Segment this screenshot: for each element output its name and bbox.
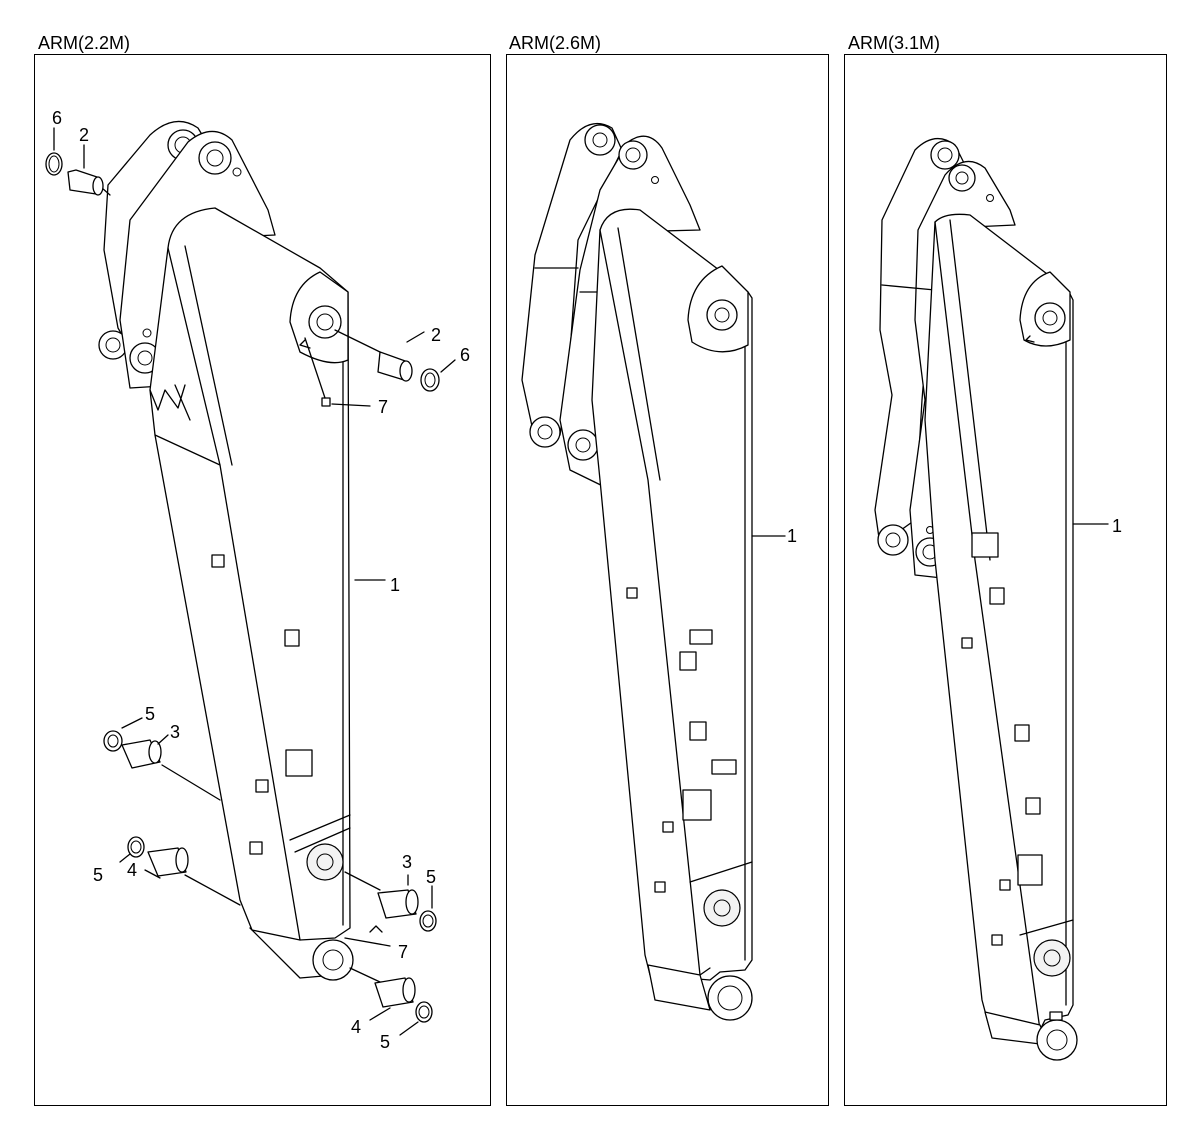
callout-7-upper: 7 [378, 397, 388, 417]
callout-3-left: 3 [170, 722, 180, 742]
callout-3-right: 3 [402, 852, 412, 872]
callout-2-top: 2 [79, 125, 89, 145]
callout-6-right: 6 [460, 345, 470, 365]
callout-5-bottom: 5 [380, 1032, 390, 1052]
arm-3-1m-drawing [874, 138, 1109, 1061]
callout-1-arm-3-1m: 1 [1112, 516, 1122, 536]
panel-title-arm-3-1m: ARM(3.1M) [848, 33, 941, 53]
callout-4-left: 4 [127, 860, 137, 880]
callout-7-lower: 7 [398, 942, 408, 962]
callout-6-top: 6 [52, 108, 62, 128]
panel-title-arm-2-6m: ARM(2.6M) [509, 33, 602, 53]
arm-2-6m-drawing [521, 122, 786, 1021]
panel-title-arm-2-2m: ARM(2.2M) [38, 33, 131, 53]
arm-2-2m-drawing [45, 120, 456, 1036]
callout-5-left-lower: 5 [93, 865, 103, 885]
callout-2-right: 2 [431, 325, 441, 345]
callout-4-right: 4 [351, 1017, 361, 1037]
callout-5-left-upper: 5 [145, 704, 155, 724]
callout-1-arm-2-2m: 1 [390, 575, 400, 595]
callout-1-arm-2-6m: 1 [787, 526, 797, 546]
callout-5-right: 5 [426, 867, 436, 887]
